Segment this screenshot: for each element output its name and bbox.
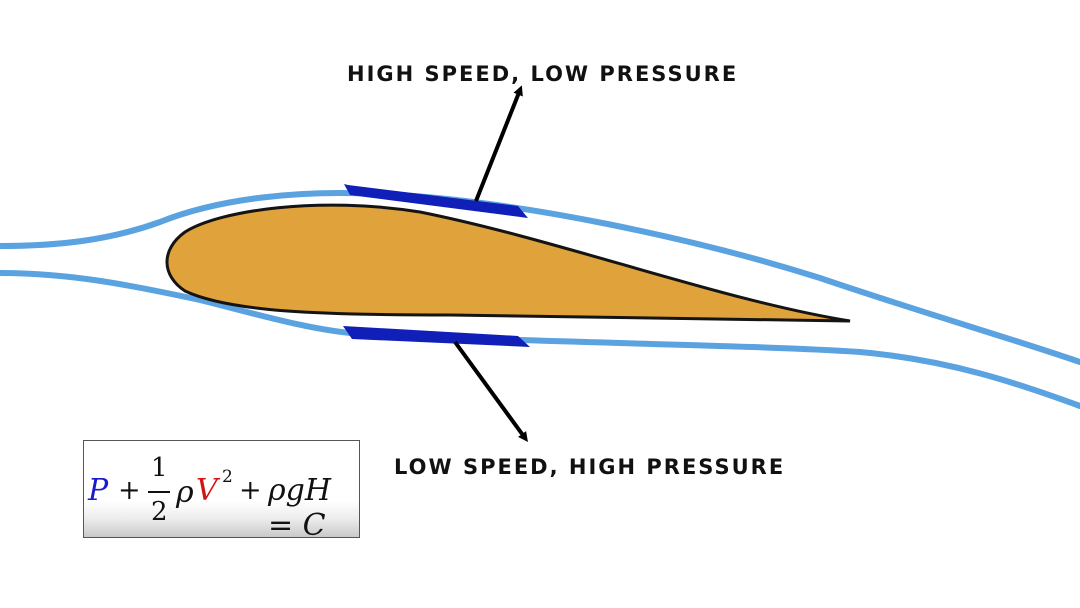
equation-exponent: 2 (222, 467, 233, 487)
equation-plus: + (118, 475, 141, 506)
airfoil (165, 203, 851, 323)
fraction-numerator: 1 (151, 453, 168, 483)
high-speed-label: HIGH SPEED, LOW PRESSURE (347, 62, 739, 86)
bernoulli-equation: P + 1 2 ρ V 2 + ρgH = C (83, 440, 360, 543)
fraction-bar (148, 491, 170, 493)
fraction-denominator: 2 (151, 497, 168, 527)
equation-fraction: 1 2 (148, 453, 170, 533)
arrow-up (474, 85, 523, 202)
equation-pressure-term: P (88, 473, 109, 508)
equation-plus-2: + (239, 475, 262, 506)
equation-rho: ρ (176, 475, 194, 510)
lower-pressure-band (343, 326, 530, 347)
low-speed-label: LOW SPEED, HIGH PRESSURE (394, 455, 786, 479)
arrow-down (453, 340, 528, 443)
upper-pressure-band (344, 184, 528, 218)
equation-height-term: ρgH = C (268, 473, 332, 543)
equation-velocity-term: V (196, 473, 218, 508)
